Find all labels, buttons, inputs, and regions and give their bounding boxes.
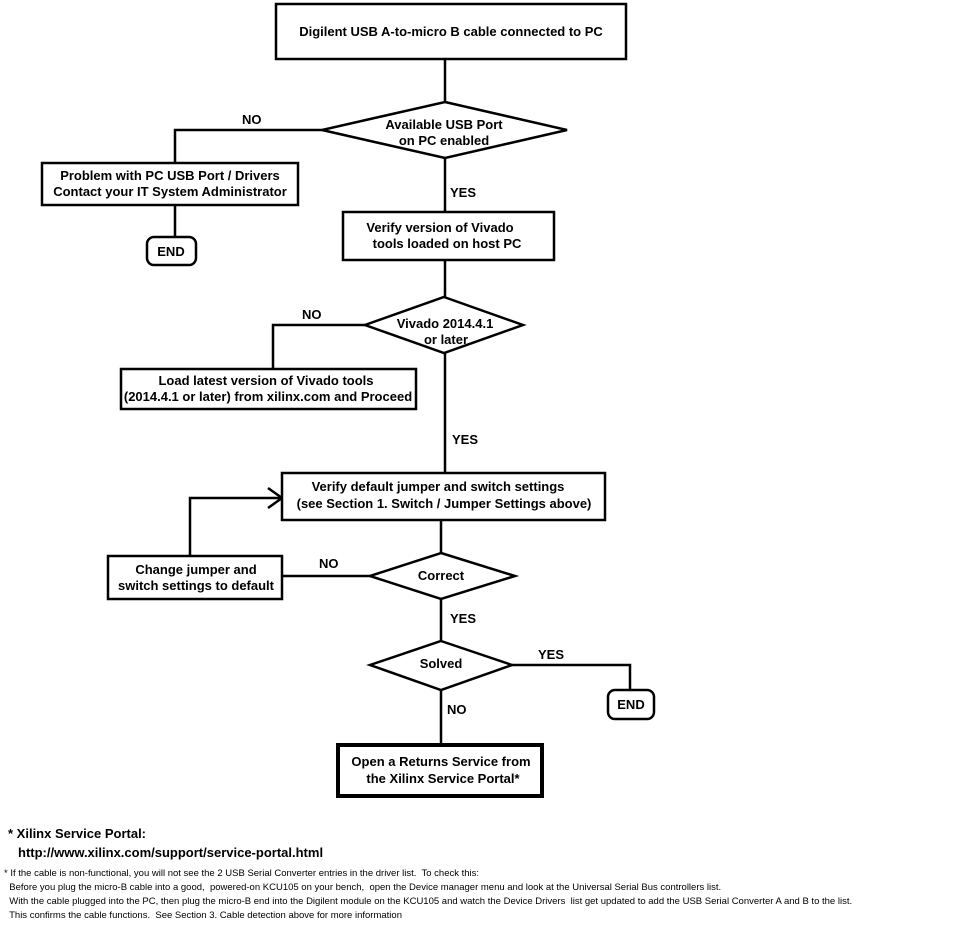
connector-vivado-no <box>271 323 365 369</box>
correct-decision <box>365 551 520 601</box>
load-vivado-label-line2: (2014.4.1 or later) from xilinx.com and … <box>124 389 412 404</box>
verify-vivado-label-line1: Verify version of Vivado <box>366 220 513 235</box>
start-box <box>274 2 628 61</box>
end-label-2: END <box>617 697 644 712</box>
correct-no-label: NO <box>319 556 339 571</box>
correct-label: Correct <box>418 568 465 583</box>
correct-yes-label: YES <box>450 611 476 626</box>
vivado-no-label: NO <box>302 307 322 322</box>
verify-jumper-label-line2: (see Section 1. Switch / Jumper Settings… <box>297 496 592 511</box>
footnote-line-3: With the cable plugged into the PC, then… <box>4 896 852 907</box>
footnote-title: * Xilinx Service Portal: <box>8 826 146 841</box>
end-terminator-1 <box>145 235 198 267</box>
usb-port-label-line2: on PC enabled <box>399 133 489 148</box>
connector-usb-no <box>173 128 322 163</box>
footnote-line-2: Before you plug the micro-B cable into a… <box>4 882 721 893</box>
returns-label-line2: the Xilinx Service Portal* <box>366 771 520 786</box>
start-label: Digilent USB A-to-micro B cable connecte… <box>299 24 603 39</box>
change-jumper-label-line1: Change jumper and <box>135 562 256 577</box>
footnote-url[interactable]: http://www.xilinx.com/support/service-po… <box>18 845 323 860</box>
change-jumper-label-line2: switch settings to default <box>118 578 275 593</box>
returns-label-line1: Open a Returns Service from <box>351 754 530 769</box>
footnote-line-1: * If the cable is non-functional, you wi… <box>4 868 479 879</box>
footnote-line-4: This confirms the cable functions. See S… <box>4 910 402 921</box>
verify-jumper-box <box>280 471 607 522</box>
vivado-version-label-line1: Vivado 2014.4.1 <box>397 316 494 331</box>
node-labels: Digilent USB A-to-micro B cable connecte… <box>53 24 645 786</box>
pc-problem-label-line2: Contact your IT System Administrator <box>53 184 287 199</box>
usb-no-label: NO <box>242 112 262 127</box>
solved-decision <box>366 639 516 692</box>
usb-port-label-line1: Available USB Port <box>385 117 503 132</box>
pc-problem-label-line1: Problem with PC USB Port / Drivers <box>60 168 280 183</box>
connector-change-to-verify <box>188 496 280 556</box>
connector-solved-yes <box>512 663 632 690</box>
verify-vivado-label-line2: tools loaded on host PC <box>373 236 522 251</box>
solved-label: Solved <box>420 656 463 671</box>
end-terminator-2 <box>606 688 656 721</box>
vivado-yes-label: YES <box>452 432 478 447</box>
load-vivado-box <box>119 367 418 411</box>
usb-yes-label: YES <box>450 185 476 200</box>
edge-labels: NO YES NO YES NO YES YES NO <box>242 112 564 717</box>
solved-yes-label: YES <box>538 647 564 662</box>
returns-service-box <box>336 743 544 798</box>
footnote: * Xilinx Service Portal: http://www.xili… <box>4 826 852 921</box>
connectors <box>173 59 632 745</box>
vivado-version-decision <box>361 295 527 355</box>
change-jumper-box <box>106 554 284 601</box>
pc-problem-box <box>40 161 300 207</box>
load-vivado-label-line1: Load latest version of Vivado tools <box>158 373 373 388</box>
usb-port-decision <box>321 100 568 160</box>
solved-no-label: NO <box>447 702 467 717</box>
vivado-version-label-line2: or later <box>424 332 468 347</box>
end-label-1: END <box>157 244 184 259</box>
verify-jumper-label-line1: Verify default jumper and switch setting… <box>312 479 565 494</box>
verify-vivado-box <box>341 210 556 262</box>
